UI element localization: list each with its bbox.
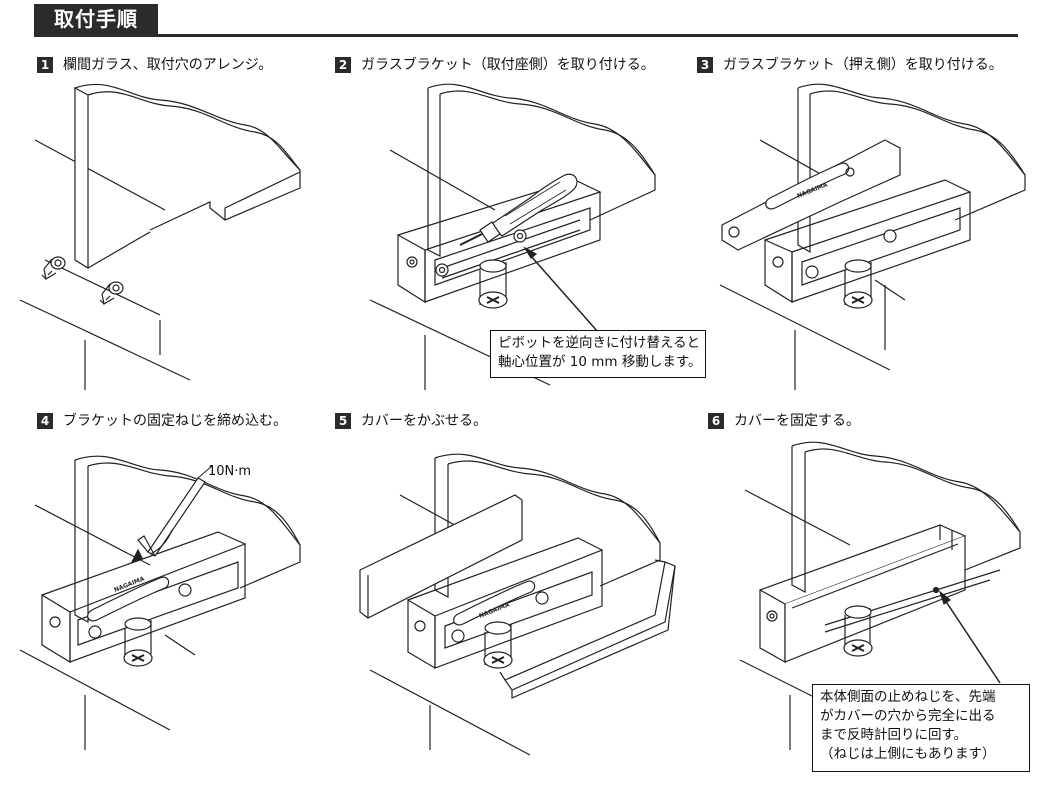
step-6-title: 6 カバーを固定する。 [708,412,860,430]
step-6-text: カバーを固定する。 [734,413,860,429]
step-2-title: 2 ガラスブラケット（取付座側）を取り付ける。 [335,56,655,74]
step-1-illustration [19,83,301,390]
step-2-callout-line-1: ピボットを逆向きに付け替えると [498,335,701,351]
step-5-number: 5 [335,413,351,429]
torque-label: 10N·m [208,464,252,479]
step-2-callout-line-2: 軸心位置が 10 mm 移動します。 [498,354,702,370]
step-2-illustration [369,83,656,390]
step-6-callout-line-3: まで反時計回りに回す。 [820,727,968,743]
step-6-callout-line-4: （ねじは上側にもあります） [820,746,996,762]
section-title: 取付手順 [34,4,158,34]
step-3-title: 3 ガラスブラケット（押え側）を取り付ける。 [697,56,1003,74]
step-1-number: 1 [37,57,53,73]
step-6-illustration [739,441,1021,750]
step-4-number: 4 [37,413,53,429]
step-1-title: 1 欄間ガラス、取付穴のアレンジ。 [37,56,272,74]
step-5-illustration: NAGAIMA [359,453,676,756]
step-4-illustration: NAGAIMA [19,455,301,750]
step-3-illustration: NAGAIMA [719,83,1026,390]
step-5-text: カバーをかぶせる。 [361,413,487,429]
step-6-callout-line-1: 本体側面の止めねじを、先端 [820,689,996,705]
step-6-callout-line-2: がカバーの穴から完全に出る [820,708,996,724]
step-2-text: ガラスブラケット（取付座側）を取り付ける。 [361,57,655,73]
step-4-title: 4 ブラケットの固定ねじを締め込む。 [37,412,287,430]
step-6-callout: 本体側面の止めねじを、先端 がカバーの穴から完全に出る まで反時計回りに回す。 … [812,684,1030,772]
step-3-number: 3 [697,57,713,73]
step-5-title: 5 カバーをかぶせる。 [335,412,487,430]
step-3-text: ガラスブラケット（押え側）を取り付ける。 [723,57,1003,73]
step-2-number: 2 [335,57,351,73]
step-4-text: ブラケットの固定ねじを締め込む。 [63,413,287,429]
step-2-callout: ピボットを逆向きに付け替えると 軸心位置が 10 mm 移動します。 [490,330,706,378]
step-1-text: 欄間ガラス、取付穴のアレンジ。 [63,57,273,73]
step-6-number: 6 [708,413,724,429]
title-divider [34,34,1018,37]
